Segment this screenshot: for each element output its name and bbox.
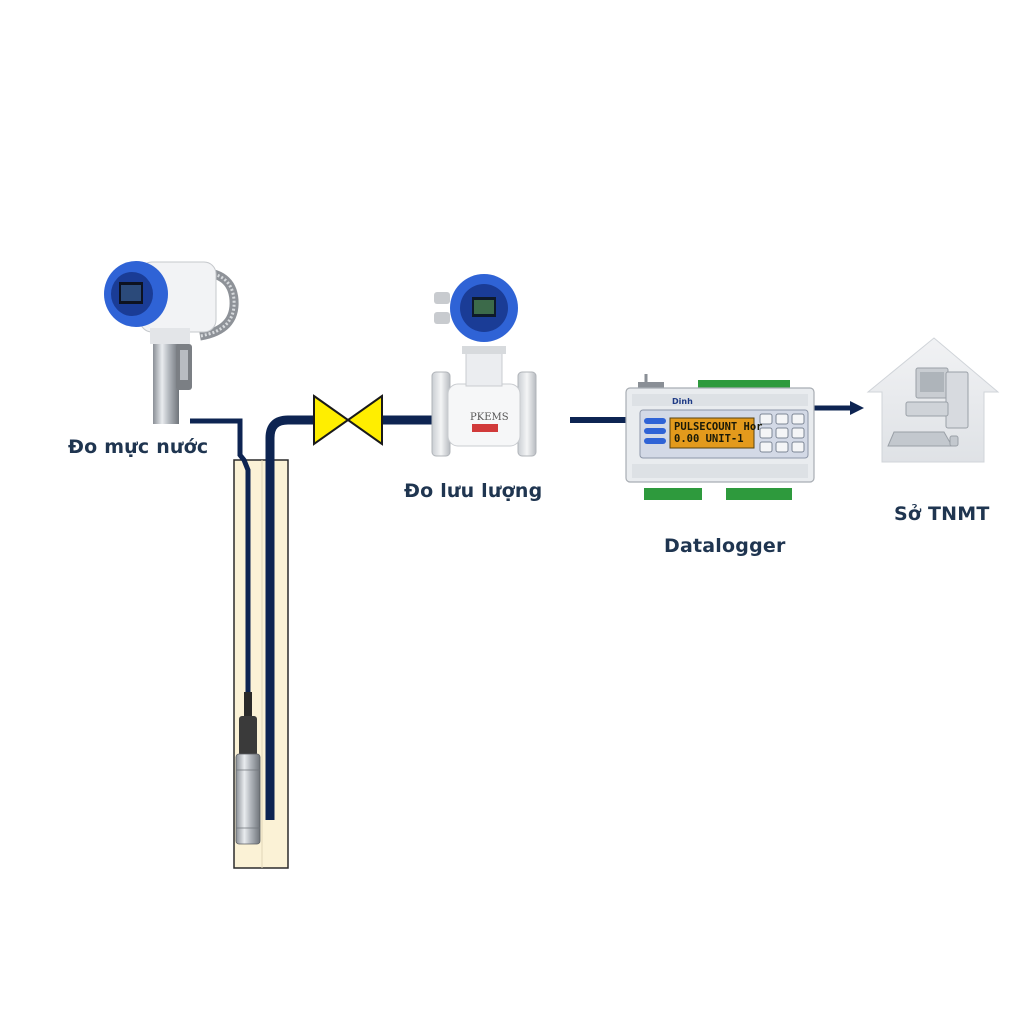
lcd-line-2: 0.00 UNIT-1 <box>674 433 744 445</box>
datalogger-brand: Dinh <box>672 397 693 406</box>
data-link-arrow <box>850 401 864 415</box>
label-department: Sở TNMT <box>894 503 990 525</box>
lcd-line-1: PULSECOUNT Hor <box>674 421 763 433</box>
label-datalogger: Datalogger <box>664 535 786 557</box>
computer-icon <box>887 367 969 447</box>
level-sensor-cable <box>190 418 251 700</box>
datalogger-lcd <box>669 417 755 449</box>
label-water-level: Đo mực nước <box>68 436 209 458</box>
label-flow: Đo lưu lượng <box>404 480 543 502</box>
flowmeter-device: PKEMS <box>431 274 537 457</box>
department-house-icon <box>866 337 1000 463</box>
submersible-level-sensor <box>235 692 261 845</box>
level-transmitter-device <box>104 261 239 424</box>
pipe-network <box>190 405 852 820</box>
valve-icon <box>313 394 383 446</box>
riser-pipe <box>265 415 316 820</box>
flowmeter-brand: PKEMS <box>470 412 509 423</box>
datalogger-device: Dinh <box>625 374 815 500</box>
